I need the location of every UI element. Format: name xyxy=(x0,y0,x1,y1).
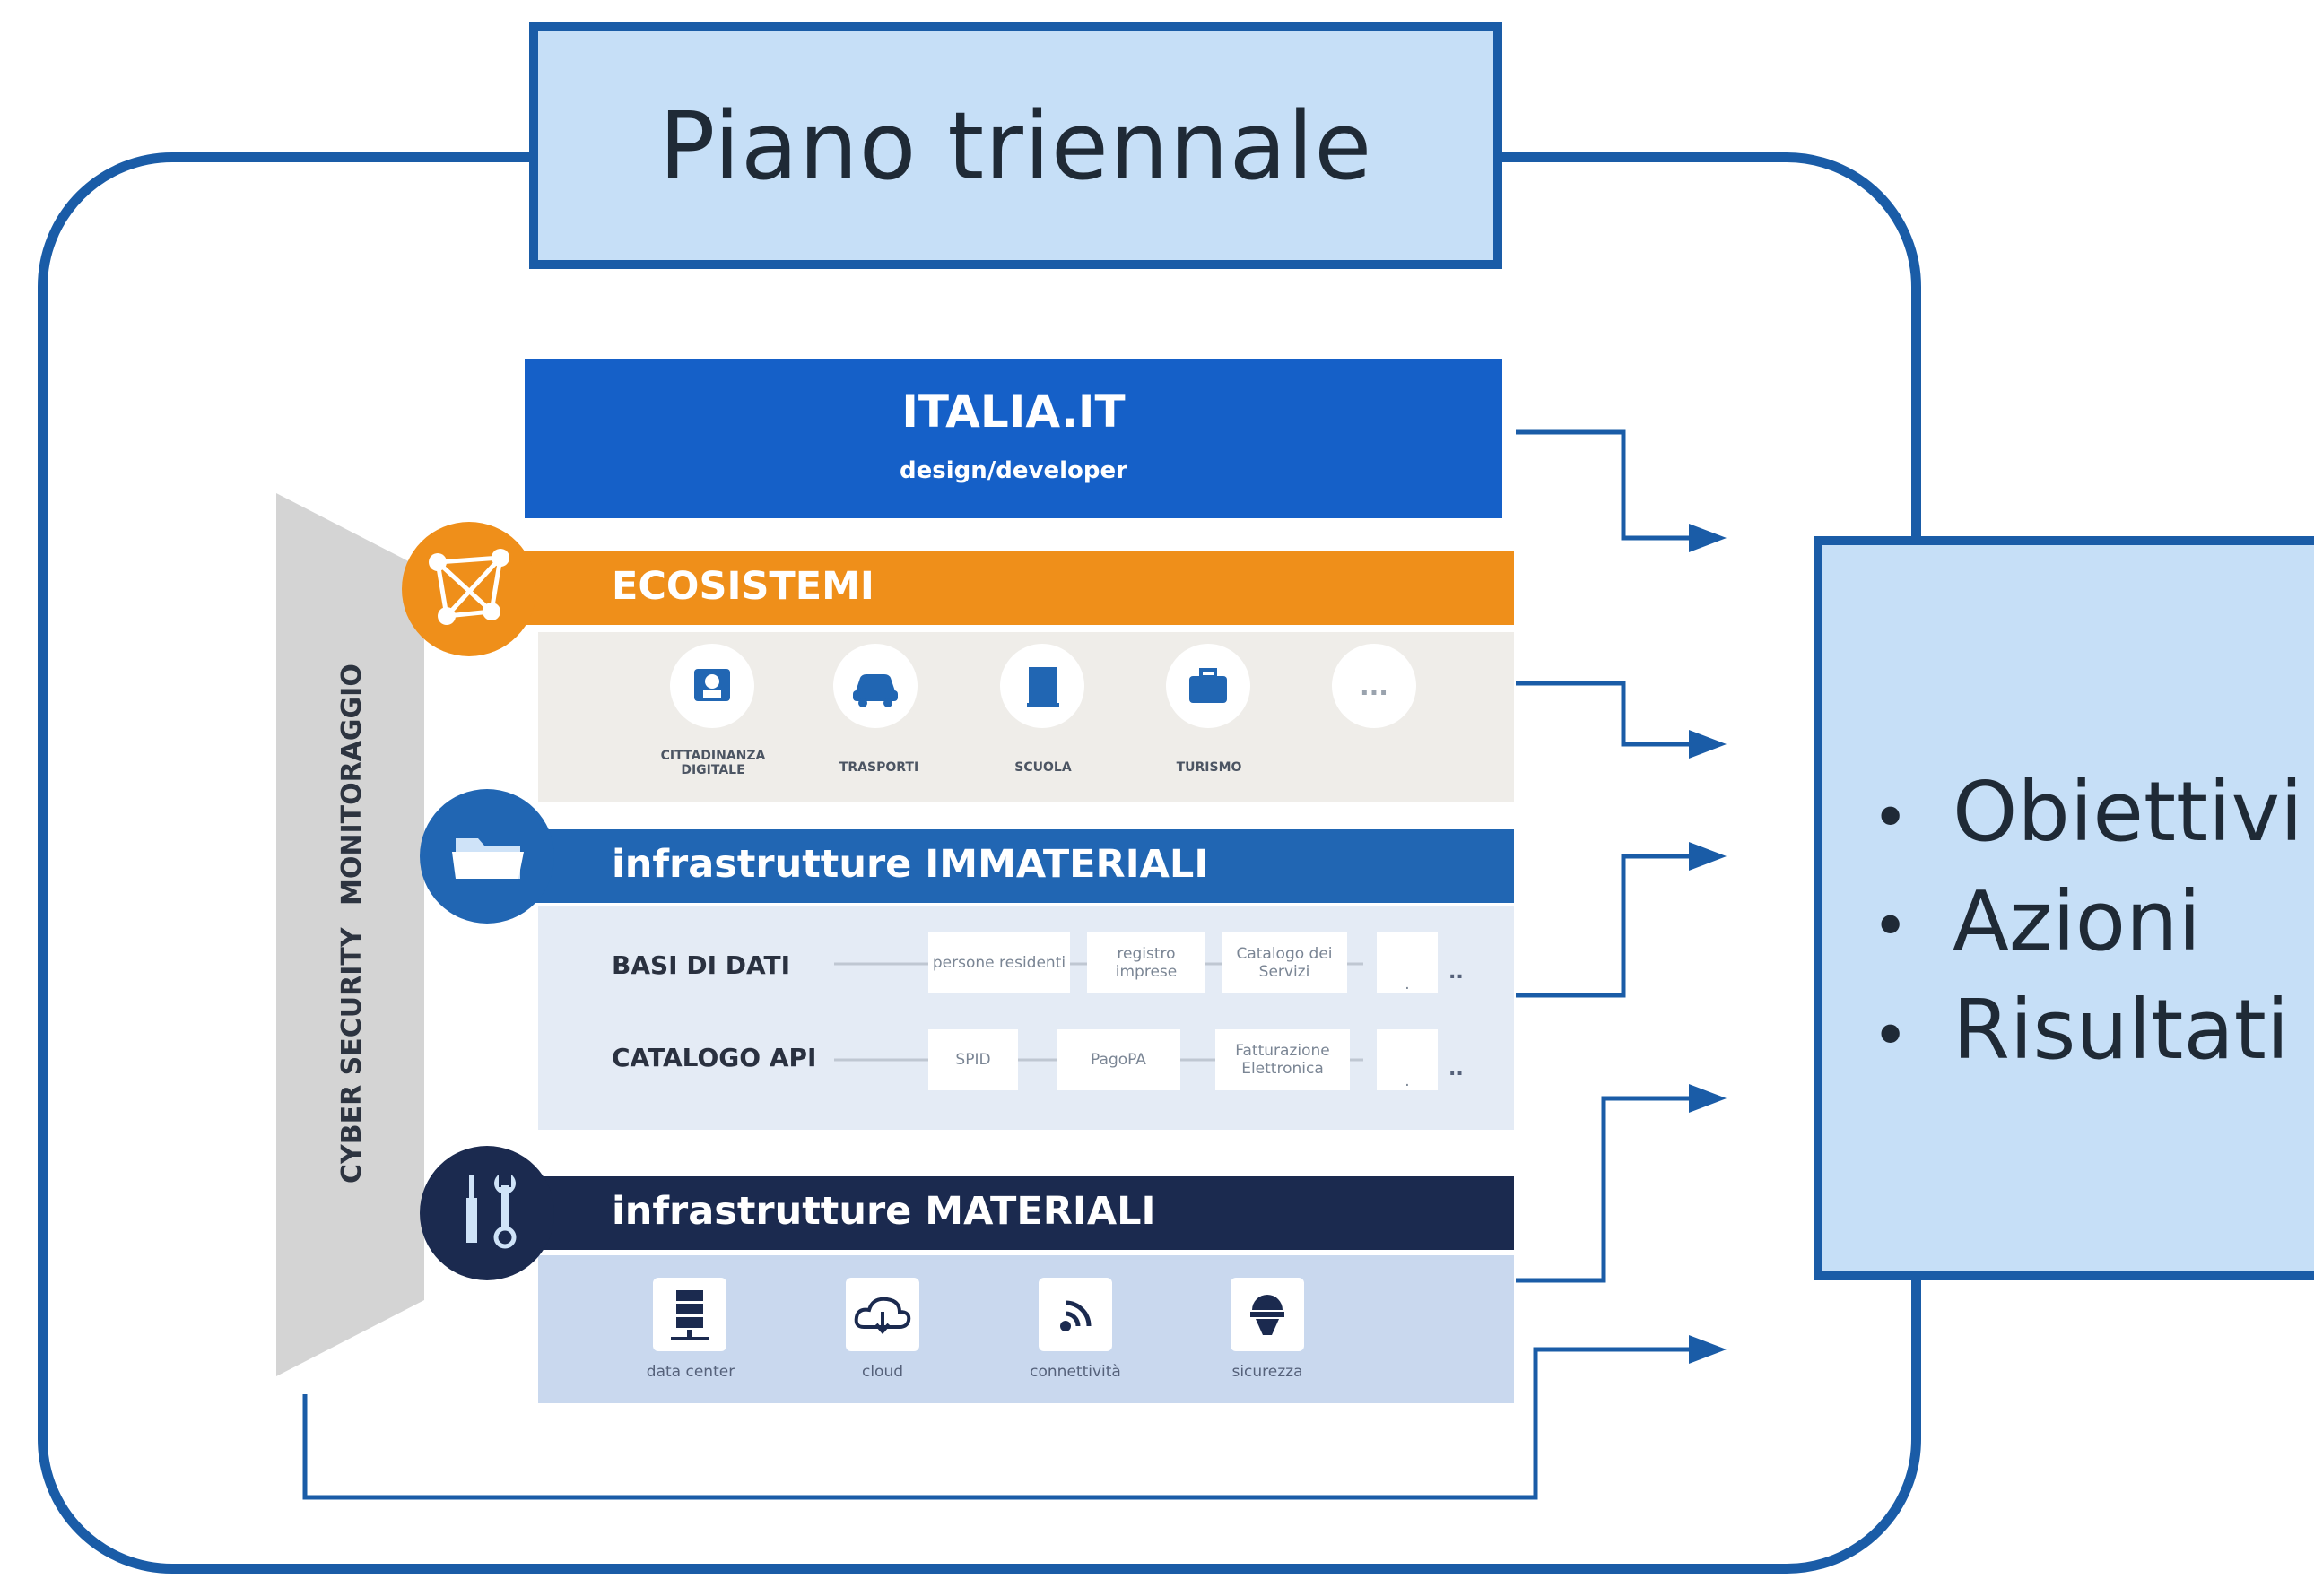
bullet-icon: • xyxy=(1872,889,1909,964)
wifi-icon xyxy=(1039,1278,1112,1351)
chip-ellipsis-1: . xyxy=(1377,932,1438,993)
eco-label-trasporti: TRASPORTI xyxy=(839,760,919,775)
chip-more-2: .. xyxy=(1448,1058,1464,1080)
eco-label-scuola: SCUOLA xyxy=(1014,760,1072,775)
more-label: ... xyxy=(1360,671,1388,701)
book-icon xyxy=(1000,644,1084,728)
italia-title: ITALIA.IT xyxy=(901,386,1126,438)
eco-label-cittadinanza: CITTADINANZA DIGITALE xyxy=(660,749,766,777)
side-pillar xyxy=(276,493,424,1376)
immateriali-bar: infrastrutture IMMATERIALI xyxy=(502,829,1514,903)
diagram-title: Piano triennale xyxy=(658,91,1373,201)
cloud-icon xyxy=(846,1278,919,1351)
bullet-icon: • xyxy=(1872,780,1909,854)
more-icon: ... xyxy=(1332,644,1416,728)
chip-persone-residenti: persone residenti xyxy=(928,932,1070,993)
car-icon xyxy=(833,644,918,728)
outcome-obiettivi: Obiettivi xyxy=(1953,764,2303,860)
outcome-item: • Risultati xyxy=(1872,978,2303,1088)
ecosistemi-title: ECOSISTEMI xyxy=(612,564,874,609)
mat-label-sicurezza: sicurezza xyxy=(1231,1363,1303,1381)
ecosistemi-bar: ECOSISTEMI xyxy=(502,551,1514,625)
outcome-item: • Obiettivi xyxy=(1872,760,2303,870)
security-camera-icon xyxy=(1231,1278,1304,1351)
folder-icon xyxy=(420,789,554,924)
server-icon xyxy=(653,1278,726,1351)
row-label-basi-di-dati: BASI DI DATI xyxy=(612,950,791,980)
italia-subtitle: design/developer xyxy=(900,457,1127,484)
outcomes-list: • Obiettivi • Azioni • Risultati xyxy=(1872,760,2303,1088)
mat-label-connettivita: connettività xyxy=(1030,1363,1121,1381)
chip-ellipsis-2: . xyxy=(1377,1029,1438,1090)
chip-registro-imprese: registro imprese xyxy=(1087,932,1205,993)
italia-layer: ITALIA.IT design/developer xyxy=(525,359,1502,518)
citizen-card-icon xyxy=(670,644,754,728)
title-box: Piano triennale xyxy=(529,22,1502,269)
suitcase-icon xyxy=(1166,644,1250,728)
row-label-catalogo-api: CATALOGO API xyxy=(612,1043,817,1072)
outcome-item: • Azioni xyxy=(1872,870,2303,979)
network-icon xyxy=(402,522,536,656)
chip-spid: SPID xyxy=(928,1029,1018,1090)
outcome-risultati: Risultati xyxy=(1953,982,2290,1079)
immateriali-title: infrastrutture IMMATERIALI xyxy=(612,842,1209,887)
chip-fatturazione-elettronica: Fatturazione Elettronica xyxy=(1215,1029,1350,1090)
materiali-title: infrastrutture MATERIALI xyxy=(612,1189,1156,1234)
materiali-bar: infrastrutture MATERIALI xyxy=(502,1176,1514,1250)
tools-icon xyxy=(420,1146,554,1280)
outcome-azioni: Azioni xyxy=(1953,872,2201,969)
outcomes-box: • Obiettivi • Azioni • Risultati xyxy=(1814,536,2314,1280)
mat-label-cloud: cloud xyxy=(861,1363,904,1381)
chip-catalogo-servizi: Catalogo dei Servizi xyxy=(1222,932,1347,993)
mat-label-data-center: data center xyxy=(646,1363,735,1381)
eco-label-turismo: TURISMO xyxy=(1176,760,1242,775)
bullet-icon: • xyxy=(1872,998,1909,1072)
chip-pagopa: PagoPA xyxy=(1057,1029,1180,1090)
chip-more-1: .. xyxy=(1448,961,1464,984)
